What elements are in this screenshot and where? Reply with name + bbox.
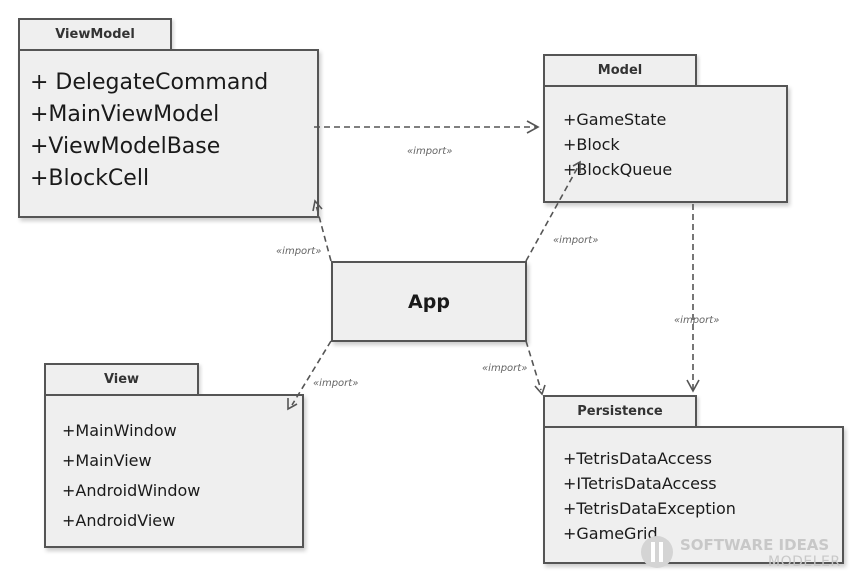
view-item: +AndroidView [62,511,176,530]
view-package-tab[interactable]: View [44,363,199,395]
watermark-line1: SOFTWARE IDEAS [680,536,829,554]
app-package[interactable]: App [331,261,527,342]
persistence-item: +GameGrid [563,524,658,543]
view-item: +AndroidWindow [62,481,201,500]
watermark: SOFTWARE IDEAS MODELER [641,536,841,570]
dep-app-model-line[interactable] [525,164,580,262]
viewmodel-items: + DelegateCommand +MainViewModel +ViewMo… [30,67,268,195]
watermark-logo-icon [641,536,673,568]
dep-label-app-model: «import» [553,235,598,246]
watermark-line2: MODELER [768,554,841,570]
arrowhead-persistence-from-app [534,384,546,396]
arrowhead-persistence-from-model [686,379,700,393]
model-package[interactable]: +GameState +Block +BlockQueue [543,85,788,203]
viewmodel-package[interactable]: + DelegateCommand +MainViewModel +ViewMo… [18,49,319,218]
viewmodel-item: +MainViewModel [30,102,220,127]
arrowhead-view [287,398,298,411]
model-item: +GameState [563,110,667,129]
dep-label-app-view: «import» [313,378,358,389]
arrowhead-model [526,120,540,134]
persistence-package-tab[interactable]: Persistence [543,395,697,427]
persistence-item: +ITetrisDataAccess [563,474,717,493]
persistence-item: +TetrisDataException [563,499,736,518]
dep-label-app-viewmodel: «import» [276,246,321,257]
viewmodel-package-tab[interactable]: ViewModel [18,18,172,50]
arrowhead-viewmodel [312,199,323,212]
model-package-tab[interactable]: Model [543,54,697,86]
arrowhead-model-from-app [572,160,581,173]
view-items: +MainWindow +MainView +AndroidWindow +An… [62,416,200,536]
model-item: +BlockQueue [563,160,673,179]
viewmodel-item: + DelegateCommand [30,70,269,95]
model-items: +GameState +Block +BlockQueue [563,107,672,182]
dep-app-view-line[interactable] [291,340,332,406]
persistence-item: +TetrisDataAccess [563,449,712,468]
dep-label-app-persistence: «import» [482,363,527,374]
viewmodel-item: +BlockCell [30,166,150,191]
view-item: +MainWindow [62,421,177,440]
model-item: +Block [563,135,620,154]
dep-label-viewmodel-model: «import» [407,146,452,157]
dep-app-persistence-line[interactable] [525,340,542,391]
persistence-items: +TetrisDataAccess +ITetrisDataAccess +Te… [563,446,736,546]
view-package[interactable]: +MainWindow +MainView +AndroidWindow +An… [44,394,304,548]
dep-label-model-persistence: «import» [674,315,719,326]
persistence-package[interactable]: +TetrisDataAccess +ITetrisDataAccess +Te… [543,426,844,564]
view-item: +MainView [62,451,152,470]
viewmodel-item: +ViewModelBase [30,134,221,159]
